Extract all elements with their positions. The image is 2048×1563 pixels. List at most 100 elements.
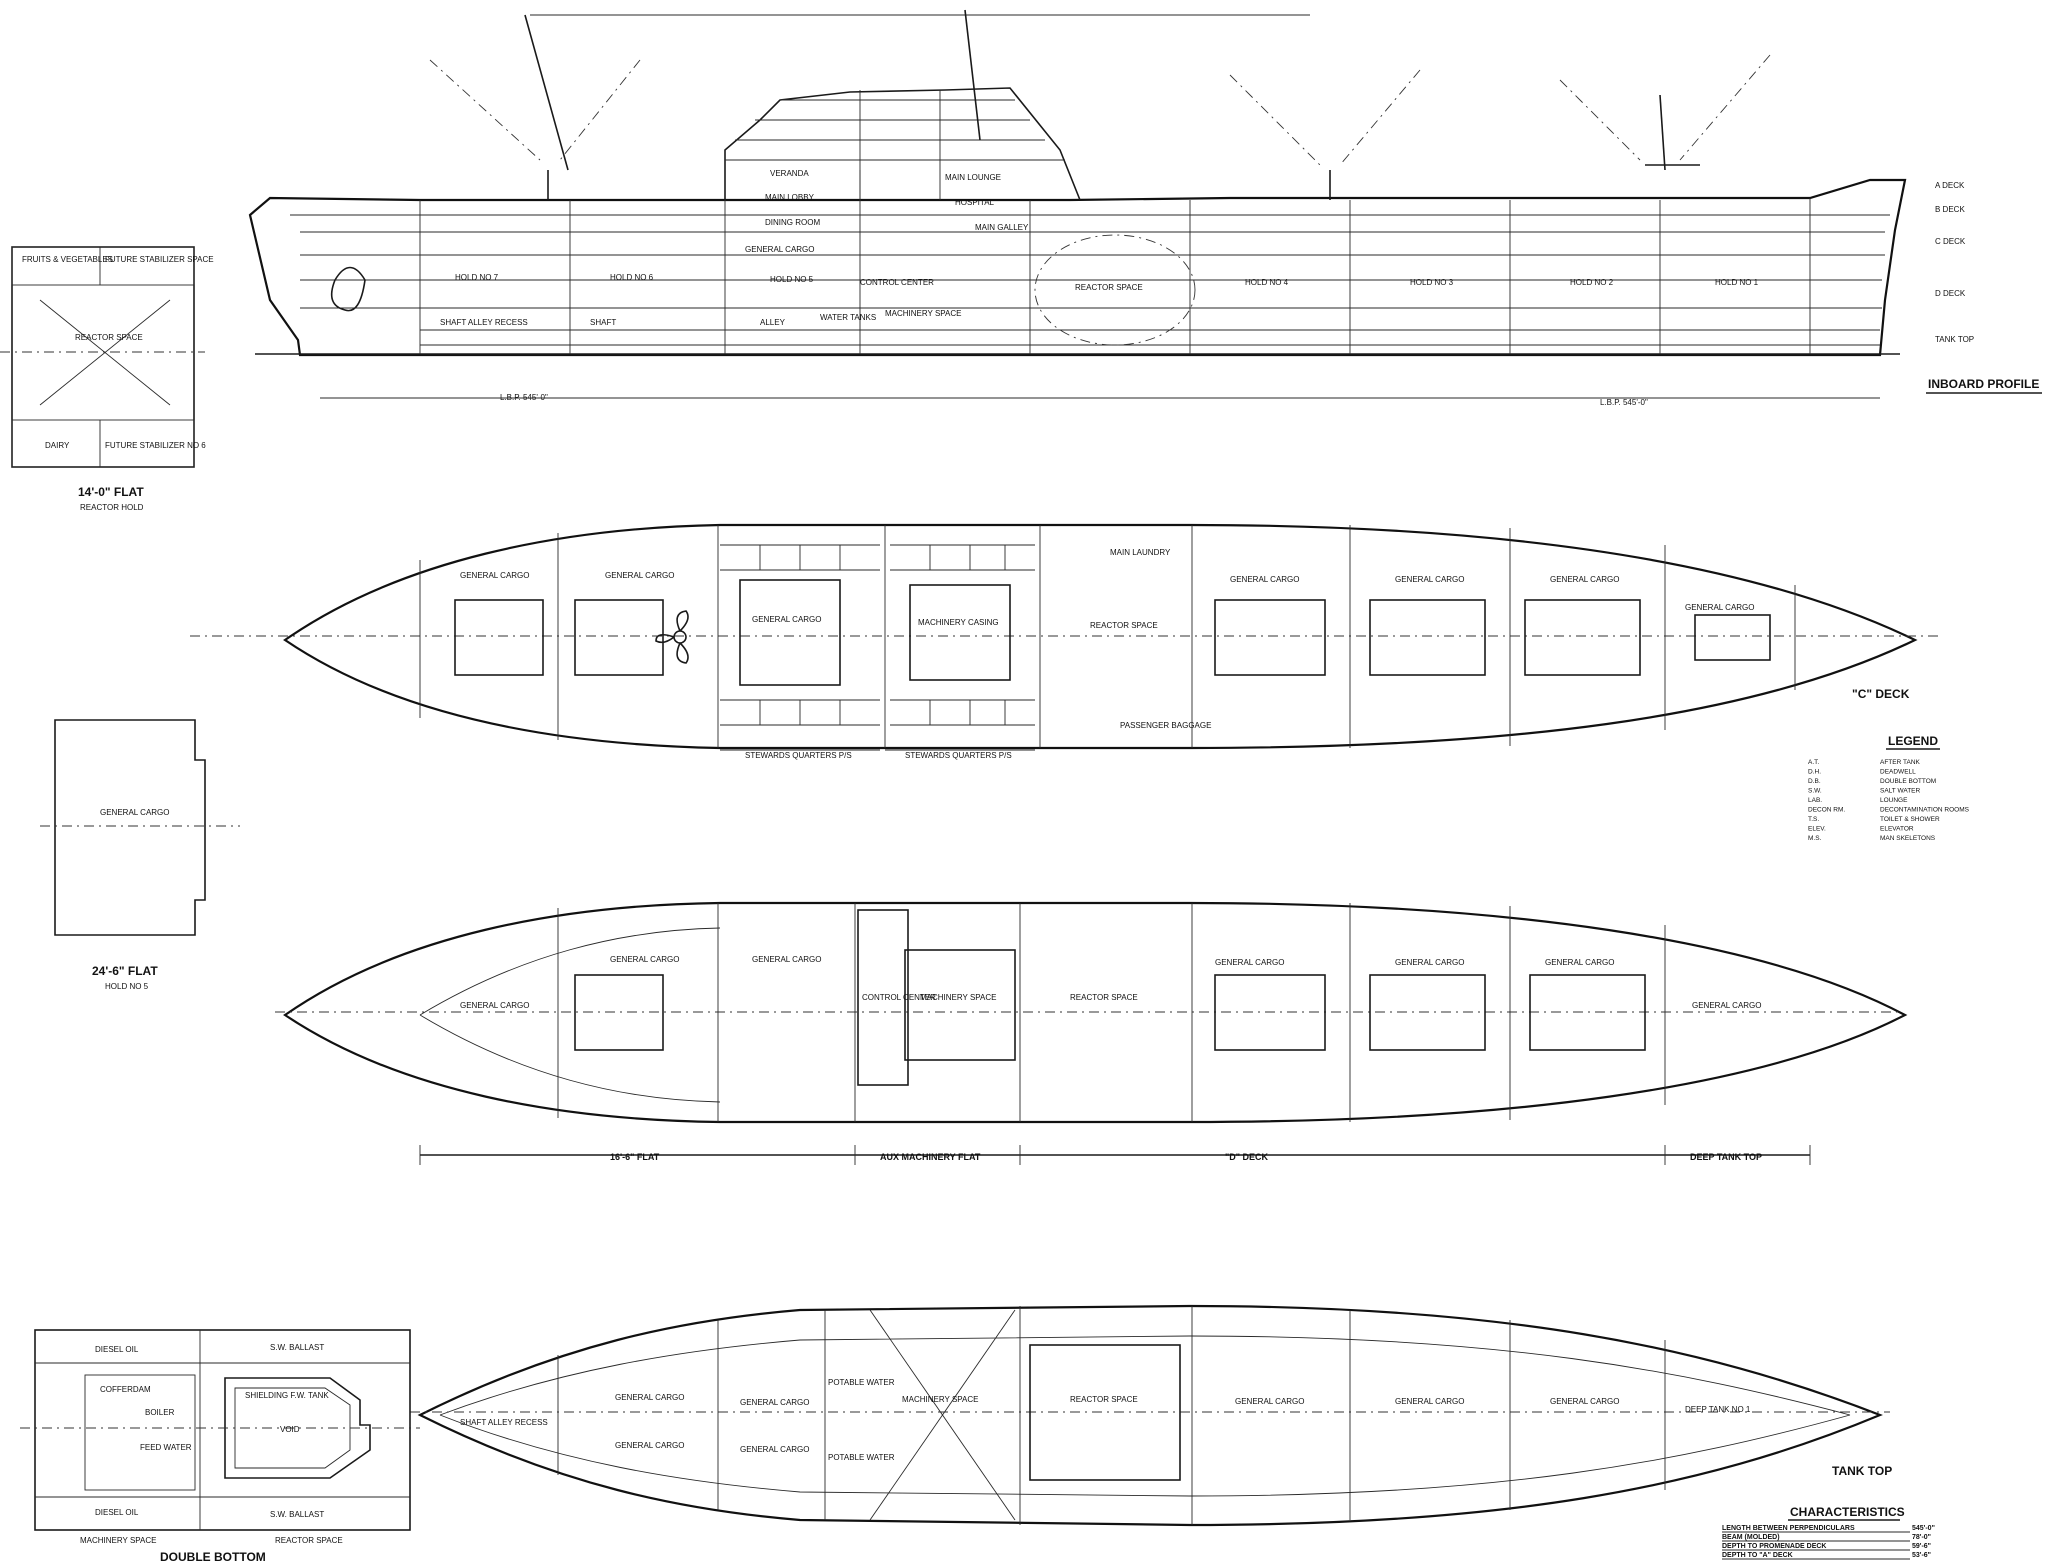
double-bottom-title: DOUBLE BOTTOM — [160, 1550, 266, 1563]
legend-abbr: M.S. — [1808, 835, 1822, 842]
db-label-11: REACTOR SPACE — [275, 1536, 343, 1545]
legend-abbr: D.B. — [1808, 778, 1821, 785]
legend-abbr: A.T. — [1808, 759, 1819, 766]
deck-mark-a: A DECK — [1935, 181, 1965, 190]
profile-bulkheads — [419, 160, 1811, 354]
legend-text: SALT WATER — [1880, 788, 1921, 795]
db-label-7: SHIELDING F.W. TANK — [245, 1391, 329, 1400]
legend-abbr: ELEV. — [1808, 826, 1826, 833]
deck-mark-b: B DECK — [1935, 205, 1965, 214]
label-main-galley: MAIN GALLEY — [975, 223, 1029, 232]
c-label-10: STEWARDS QUARTERS P/S — [745, 751, 852, 760]
flat-14-view: FRUITS & VEGETABLES FUTURE STABILIZER SP… — [0, 246, 214, 512]
c-deck-hatches — [454, 579, 1771, 686]
tt-label-9: GENERAL CARGO — [1550, 1397, 1620, 1406]
db-label-2: S.W. BALLAST — [270, 1343, 324, 1352]
legend-text: AFTER TANK — [1880, 759, 1921, 766]
label-hold-6: HOLD NO 6 — [610, 273, 654, 282]
label-hold-3: HOLD NO 3 — [1410, 278, 1454, 287]
tt-label-4: GENERAL CARGO — [740, 1445, 810, 1454]
profile-hull — [248, 178, 1907, 357]
characteristic-key: BEAM (MOLDED) — [1722, 1534, 1780, 1541]
db-label-4: BOILER — [145, 1408, 175, 1417]
d-deck-hull — [283, 901, 1908, 1124]
inboard-profile: HOLD NO 7 HOLD NO 6 HOLD NO 5 SHAFT ALLE… — [248, 9, 2042, 407]
legend-title: LEGEND — [1888, 734, 1938, 748]
db-label-9: S.W. BALLAST — [270, 1510, 324, 1519]
label-hold-2: HOLD NO 2 — [1570, 278, 1614, 287]
legend-abbr: T.S. — [1808, 816, 1819, 823]
flat-14-bottom-right: FUTURE STABILIZER NO 6 — [105, 441, 206, 450]
legend-abbr: S.W. — [1808, 788, 1822, 795]
characteristics: CHARACTERISTICS LENGTH BETWEEN PERPENDIC… — [1722, 1505, 1935, 1560]
legend-text: DEADWELL — [1880, 769, 1916, 776]
characteristic-key: DEPTH TO PROMENADE DECK — [1722, 1543, 1827, 1550]
label-hold-5: HOLD NO 5 — [770, 275, 814, 284]
c-deck-plan: GENERAL CARGO GENERAL CARGO GENERAL CARG… — [190, 523, 1940, 760]
tt-label-10: DEEP TANK NO 1 — [1685, 1405, 1751, 1414]
flat-14-title: 14'-0" FLAT — [78, 485, 144, 499]
label-general-cargo: GENERAL CARGO — [745, 245, 815, 254]
label-main-lobby: MAIN LOBBY — [765, 193, 815, 202]
d-dim-16-flat: 16'-6" FLAT — [610, 1152, 660, 1162]
label-shaft-alley-recess: SHAFT ALLEY RECESS — [440, 318, 528, 327]
flat-14-top-left: FRUITS & VEGETABLES — [22, 255, 113, 264]
d-label-10: GENERAL CARGO — [1692, 1001, 1762, 1010]
c-label-4: MACHINERY CASING — [918, 618, 999, 627]
flat-24-subtitle: HOLD NO 5 — [105, 982, 149, 991]
deck-mark-c: C DECK — [1935, 237, 1966, 246]
tt-label-2: GENERAL CARGO — [615, 1441, 685, 1450]
label-hold-4: HOLD NO 4 — [1245, 278, 1289, 287]
legend-text: MAN SKELETONS — [1880, 835, 1936, 842]
c-label-11: STEWARDS QUARTERS P/S — [905, 751, 1012, 760]
characteristic-value: 78'-0" — [1912, 1534, 1931, 1541]
tank-top-bulkheads — [557, 1306, 1666, 1525]
d-deck-bulkheads — [557, 903, 1666, 1122]
characteristic-key: LENGTH BETWEEN PERPENDICULARS — [1722, 1525, 1855, 1532]
characteristic-value: 59'-6" — [1912, 1543, 1931, 1550]
legend-text: DECONTAMINATION ROOMS — [1880, 807, 1970, 814]
d-label-7: GENERAL CARGO — [1215, 958, 1285, 967]
deck-mark-tank-top: TANK TOP — [1935, 335, 1974, 344]
flat-24-center: GENERAL CARGO — [100, 808, 170, 817]
tt-label-13: SHAFT ALLEY RECESS — [460, 1418, 548, 1427]
d-dim-d-deck: "D" DECK — [1225, 1152, 1269, 1162]
c-label-6: GENERAL CARGO — [1230, 575, 1300, 584]
legend: LEGEND A.T.AFTER TANKD.H.DEADWELLD.B.DOU… — [1808, 734, 1970, 842]
c-label-1: GENERAL CARGO — [460, 571, 530, 580]
flat-14-center: REACTOR SPACE — [75, 333, 143, 342]
c-deck-title: "C" DECK — [1852, 687, 1910, 701]
c-label-12: MAIN LAUNDRY — [1110, 548, 1171, 557]
db-label-8: DIESEL OIL — [95, 1508, 139, 1517]
superstructure — [724, 87, 1081, 201]
tt-label-12: POTABLE WATER — [828, 1453, 895, 1462]
characteristic-value: 545'-0" — [1912, 1525, 1935, 1532]
db-label-1: DIESEL OIL — [95, 1345, 139, 1354]
label-hold-7: HOLD NO 7 — [455, 273, 499, 282]
tank-top-title: TANK TOP — [1832, 1464, 1892, 1478]
tt-label-5: MACHINERY SPACE — [902, 1395, 978, 1404]
d-dim-deep-tank: DEEP TANK TOP — [1690, 1152, 1762, 1162]
legend-text: ELEVATOR — [1880, 826, 1914, 833]
label-water-tanks: WATER TANKS — [820, 313, 876, 322]
d-label-4: CONTROL CENTER — [862, 993, 936, 1002]
label-main-lounge: MAIN LOUNGE — [945, 173, 1001, 182]
c-label-7: GENERAL CARGO — [1395, 575, 1465, 584]
d-label-3: GENERAL CARGO — [752, 955, 822, 964]
profile-labels: HOLD NO 7 HOLD NO 6 HOLD NO 5 SHAFT ALLE… — [440, 169, 1974, 407]
c-label-5: REACTOR SPACE — [1090, 621, 1158, 630]
label-machinery-space: MACHINERY SPACE — [885, 309, 961, 318]
tank-top-plan: GENERAL CARGO GENERAL CARGO GENERAL CARG… — [410, 1304, 1892, 1527]
double-bottom-view: DIESEL OIL S.W. BALLAST COFFERDAM BOILER… — [20, 1329, 420, 1563]
c-label-13: PASSENGER BAGGAGE — [1120, 721, 1211, 730]
flat-14-subtitle: REACTOR HOLD — [80, 503, 144, 512]
deck-mark-d: D DECK — [1935, 289, 1966, 298]
label-hospital: HOSPITAL — [955, 198, 995, 207]
legend-abbr: D.H. — [1808, 769, 1821, 776]
d-label-9: GENERAL CARGO — [1545, 958, 1615, 967]
flat-24-title: 24'-6" FLAT — [92, 964, 158, 978]
c-deck-cabins — [720, 544, 1035, 726]
d-label-6: REACTOR SPACE — [1070, 993, 1138, 1002]
db-label-10: MACHINERY SPACE — [80, 1536, 156, 1545]
